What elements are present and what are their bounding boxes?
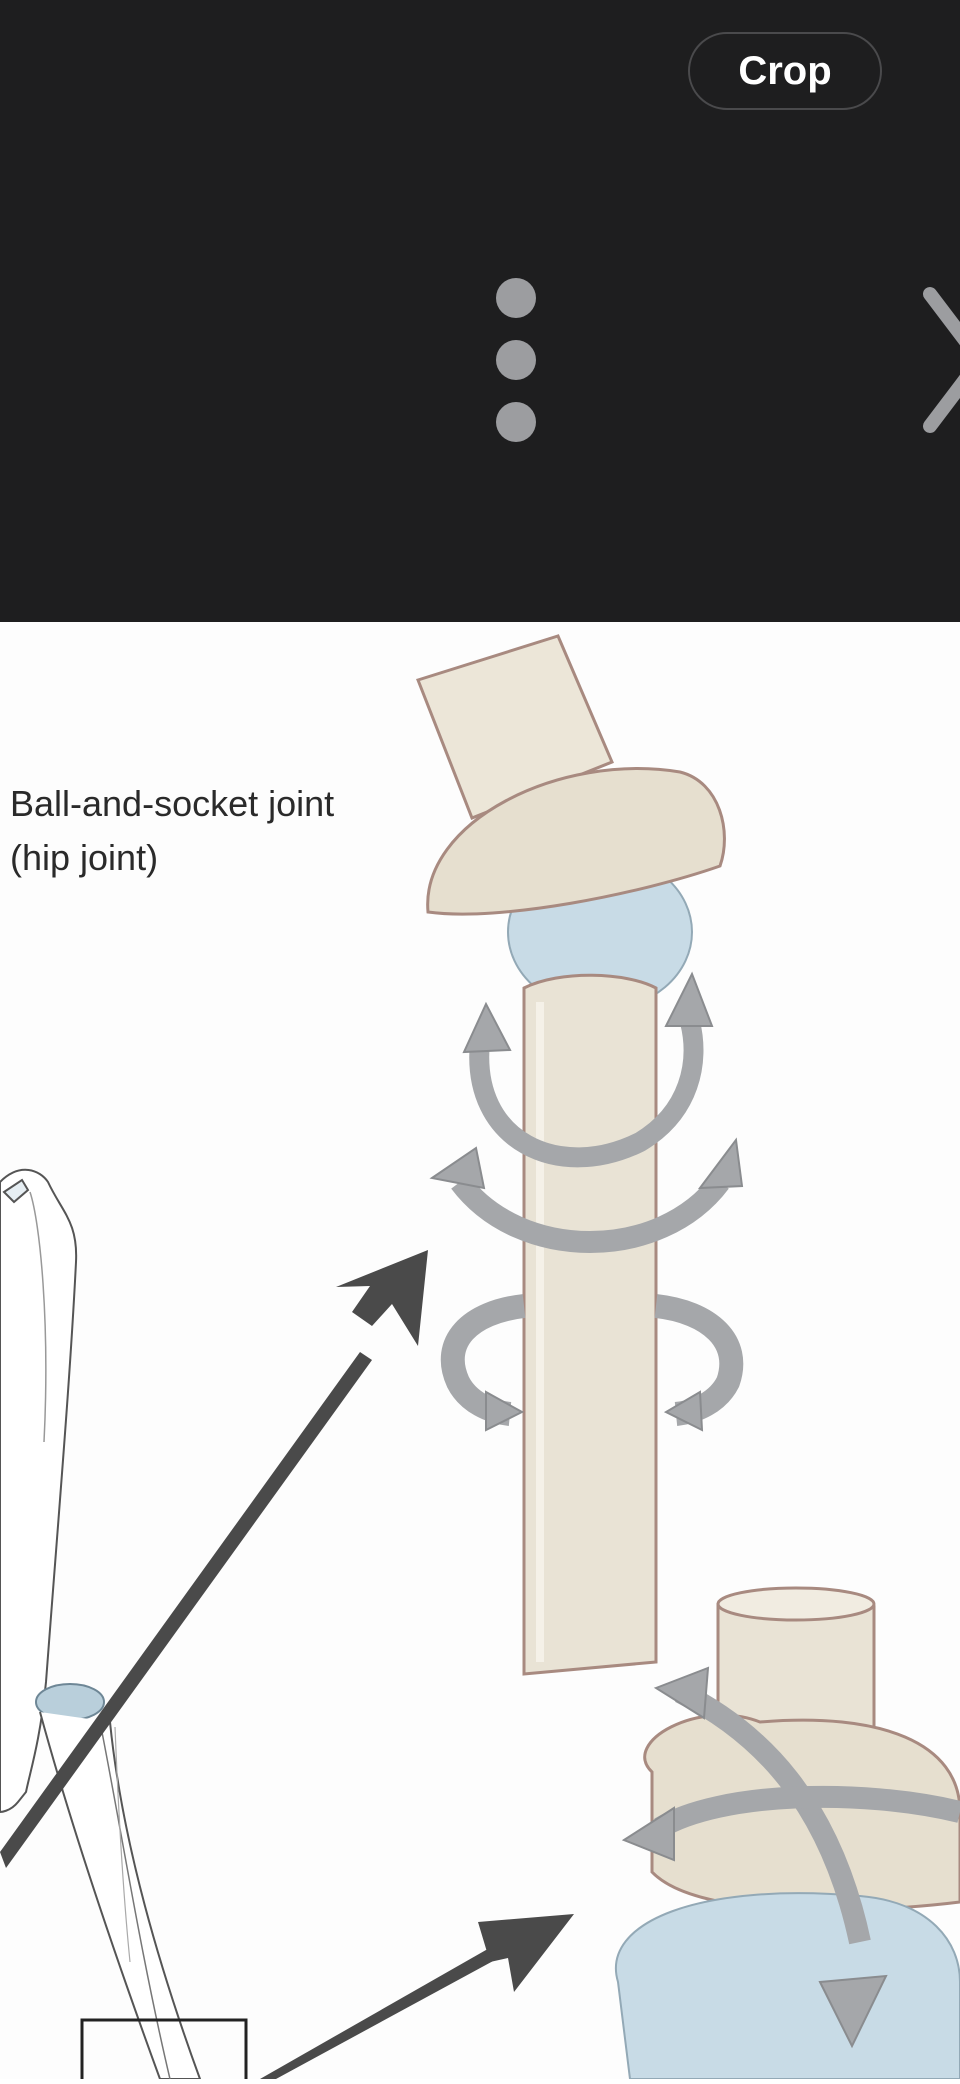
more-icon-dot: [496, 278, 536, 318]
image-viewer-toolbar: Crop: [0, 0, 960, 622]
chevron-right-icon: [923, 287, 960, 433]
next-image-button[interactable]: [920, 280, 960, 440]
more-options-button[interactable]: [485, 270, 547, 450]
joint-illustration: Ball-and-socket joint (hip joint): [0, 622, 960, 2084]
crop-button[interactable]: Crop: [688, 32, 882, 110]
more-icon-dot: [496, 402, 536, 442]
ball-and-socket-joint: [416, 634, 744, 1676]
joint-label-title: Ball-and-socket joint: [10, 783, 335, 824]
lower-joint: [615, 1586, 960, 2080]
anatomy-diagram: [0, 622, 960, 2084]
arm-bone-drawing: [0, 1168, 248, 2084]
more-icon-dot: [496, 340, 536, 380]
joint-label-subtitle: (hip joint): [10, 837, 159, 878]
pointer-arrows: [0, 1250, 574, 2079]
